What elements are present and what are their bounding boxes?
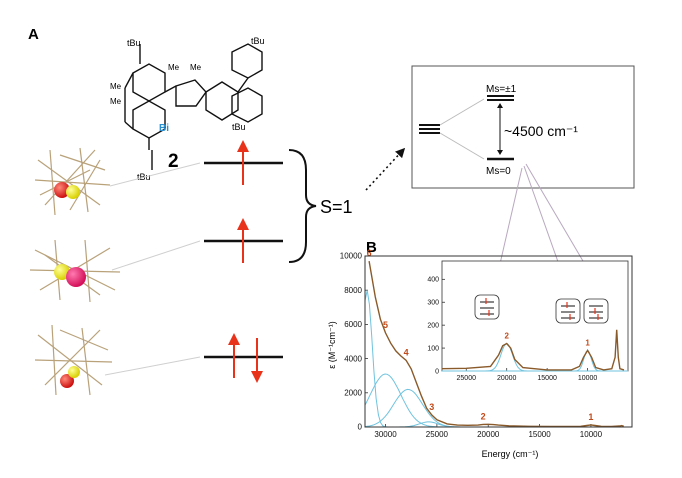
inset-x-tick-label: 15000 <box>537 375 557 382</box>
gap-arrowhead <box>497 150 503 155</box>
x-tick-label: 10000 <box>580 430 603 439</box>
inset-x-tick-label: 10000 <box>578 375 598 382</box>
x-tick-label: 15000 <box>528 430 551 439</box>
fluorene-ring-top <box>231 43 263 79</box>
peak-label: 4 <box>404 347 409 357</box>
splitting-line <box>439 132 485 160</box>
spin-label: S=1 <box>320 197 353 217</box>
x-tick-label: 20000 <box>477 430 500 439</box>
chart-frame <box>364 255 633 428</box>
peak-label: 3 <box>429 402 434 412</box>
inset-y-tick-label: 400 <box>427 277 439 284</box>
inset-gaussian-component <box>442 349 628 372</box>
inset-spin-diagram <box>583 298 609 324</box>
gap-label: ~4500 cm⁻¹ <box>504 123 578 139</box>
inset-x-tick-label: 20000 <box>497 375 517 382</box>
inset-chart: 25000 20000 15000 10000 0 100 200 300 400 1 2 <box>427 277 628 382</box>
atom-label: Me <box>168 63 180 72</box>
atom-label: tBu <box>251 36 265 46</box>
x-axis-title: Energy (cm⁻¹) <box>482 449 539 459</box>
connector-line <box>104 356 201 376</box>
atom-label: Me <box>110 82 122 91</box>
connector-line <box>111 240 201 271</box>
atom-label: Me <box>110 97 122 106</box>
bond <box>124 72 134 89</box>
panel-label-a: A <box>28 26 39 43</box>
inset-peak-label: 2 <box>504 332 509 341</box>
x-tick-label: 25000 <box>426 430 449 439</box>
inset-x-tick-label: 25000 <box>457 375 477 382</box>
ms-upper-label: Ms=±1 <box>486 84 517 95</box>
orbital-render-2 <box>29 239 121 303</box>
fluorene-ring-left <box>205 81 239 121</box>
ms-lower-label: Ms=0 <box>486 166 511 177</box>
splitting-line <box>439 98 485 126</box>
atom-label: tBu <box>232 122 246 132</box>
gap-arrowhead <box>497 103 503 108</box>
inset-y-tick-label: 200 <box>427 323 439 330</box>
orbital-render-1 <box>34 147 111 216</box>
y-tick-label: 10000 <box>340 252 363 261</box>
peak-label: 1 <box>588 412 593 422</box>
peak-label: 6 <box>367 248 372 258</box>
compound-number: 2 <box>168 151 179 172</box>
inset-y-tick-label: 100 <box>427 345 439 352</box>
inset-spin-diagram <box>555 298 581 324</box>
orbital-render-3 <box>34 324 113 396</box>
molecule-structure <box>124 43 263 170</box>
curly-brace <box>288 149 317 263</box>
atom-label: tBu <box>127 38 141 48</box>
y-tick-label: 2000 <box>344 388 362 397</box>
dotted-pointer-arrow <box>365 147 406 191</box>
degenerate-levels <box>419 124 440 134</box>
inset-spin-diagram <box>474 294 500 320</box>
y-tick-label: 4000 <box>344 354 362 363</box>
connector-line <box>109 162 201 187</box>
bond <box>237 77 249 93</box>
bismuth-label: Bi <box>159 123 169 134</box>
panel-label-b: B <box>366 239 377 256</box>
benzene-ring-top <box>132 63 166 102</box>
peak-label: 2 <box>481 411 486 421</box>
x-tick-label: 30000 <box>374 430 397 439</box>
y-tick-label: 0 <box>358 423 363 432</box>
y-tick-label: 6000 <box>344 320 362 329</box>
inset-y-tick-label: 300 <box>427 300 439 307</box>
spectrum-line <box>368 260 625 428</box>
ms-plusminus-levels <box>487 95 514 101</box>
y-axis-title: ε (M⁻¹cm⁻¹) <box>327 321 337 369</box>
inset-peak-label: 1 <box>585 338 590 347</box>
bond <box>164 85 177 93</box>
fluorene-ring-bottom <box>231 87 263 123</box>
peak-label: 5 <box>383 320 388 330</box>
inset-spectrum-line <box>441 329 625 371</box>
atom-label: Me <box>190 63 202 72</box>
y-tick-label: 8000 <box>344 286 362 295</box>
five-ring <box>175 79 207 107</box>
bond <box>124 121 134 130</box>
zfs-box <box>411 65 635 189</box>
inset-y-tick-label: 0 <box>435 368 439 375</box>
